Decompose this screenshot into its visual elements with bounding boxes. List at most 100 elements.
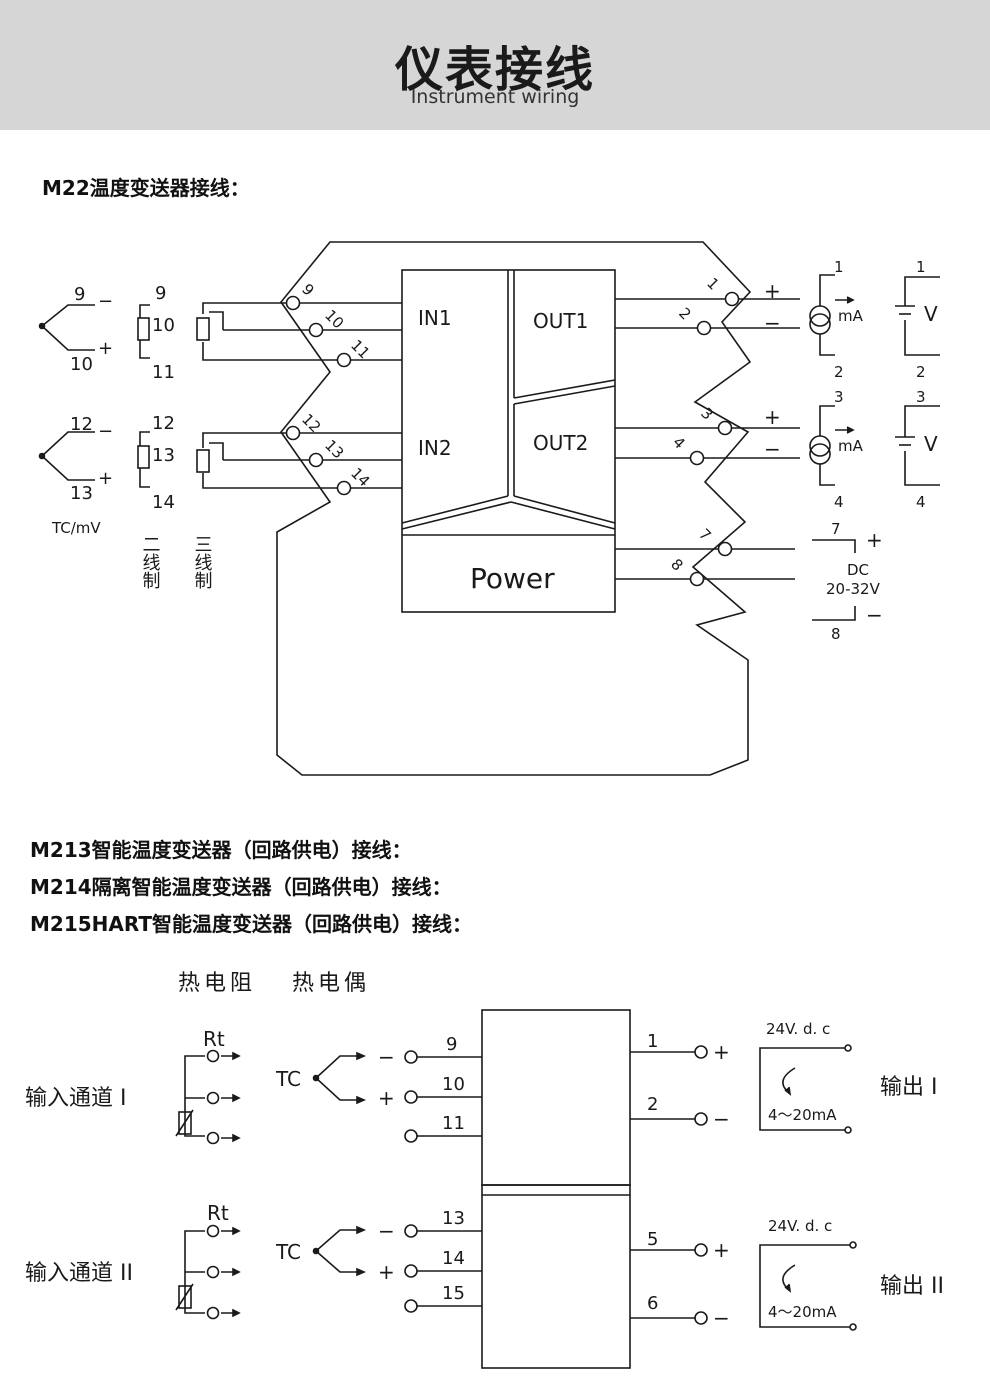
- tc2-num-13: 13: [70, 483, 93, 504]
- rt-label-1: Rt: [203, 1027, 225, 1051]
- dc-plus: +: [866, 528, 883, 552]
- out2-label: OUT2: [533, 431, 588, 455]
- out1-minus: −: [764, 311, 781, 335]
- module-upper: [481, 1009, 631, 1186]
- section1-title: M22温度变送器接线：: [42, 176, 250, 200]
- ma1-label: mA: [838, 307, 864, 325]
- m22-wiring-diagram: IN1 IN2 OUT1 OUT2 Power 9 10 11 12 13 14…: [38, 241, 940, 776]
- supply-label-1: 24V. d. c: [766, 1020, 830, 1038]
- terminal-7: [615, 541, 795, 557]
- tc1-plus: +: [98, 338, 113, 359]
- num-1: 1: [647, 1031, 658, 1052]
- terminal-13: [308, 452, 402, 468]
- ma1-num-1: 1: [834, 258, 844, 276]
- tc2-minus-2: −: [378, 1219, 395, 1243]
- three-wire-label: 三线制: [192, 535, 213, 589]
- term-num-3: 3: [697, 404, 716, 423]
- rtd2-num-11: 11: [152, 362, 175, 383]
- tc1-plus-2: +: [378, 1086, 395, 1110]
- section2-title-1: M213智能温度变送器（回路供电）接线：: [30, 838, 412, 862]
- module-lower: [481, 1184, 631, 1369]
- dc-range: 20-32V: [826, 580, 881, 598]
- terminal-8: [615, 571, 795, 587]
- terminal-3: [615, 420, 800, 436]
- title-en: Instrument wiring: [410, 86, 580, 108]
- out1-label: OUT1: [533, 309, 588, 333]
- num-14: 14: [442, 1248, 465, 1269]
- v1-num-2: 2: [916, 363, 926, 381]
- rtd2-num-12: 12: [152, 413, 175, 434]
- out-terminal-6: [630, 1311, 708, 1325]
- ma2-num-4: 4: [834, 493, 844, 511]
- term-num-7: 7: [695, 525, 714, 544]
- out1-minus-2: −: [713, 1107, 730, 1131]
- power-label: Power: [470, 562, 555, 595]
- channel-1-label: 输入通道 I: [25, 1086, 126, 1111]
- terminal-14: [336, 480, 402, 496]
- ma1-num-2: 2: [834, 363, 844, 381]
- num-5: 5: [647, 1229, 658, 1250]
- out2-minus-2: −: [713, 1306, 730, 1330]
- term-num-8: 8: [667, 555, 686, 574]
- out2-plus-2: +: [713, 1238, 730, 1262]
- loop-label-1: 4～20mA: [768, 1106, 837, 1124]
- in2-label: IN2: [418, 436, 452, 460]
- loop-label-2: 4～20mA: [768, 1303, 837, 1321]
- supply-label-2: 24V. d. c: [768, 1217, 832, 1235]
- out-terminal-1: [630, 1045, 708, 1059]
- rt-label-2: Rt: [207, 1201, 229, 1225]
- rtd2-num-9: 9: [155, 283, 166, 304]
- tc1-minus: −: [98, 291, 113, 312]
- two-wire-label: 二线制: [140, 535, 161, 589]
- terminal-1: [615, 291, 800, 307]
- dc-num-7: 7: [831, 520, 841, 538]
- in-terminal-9: [404, 1050, 482, 1064]
- num-2: 2: [647, 1094, 658, 1115]
- section2-title-2: M214隔离智能温度变送器（回路供电）接线：: [30, 875, 452, 899]
- term-num-2: 2: [675, 304, 694, 323]
- num-13: 13: [442, 1208, 465, 1229]
- v2-label: V: [924, 432, 938, 456]
- in-terminal-13: [404, 1224, 482, 1238]
- tc2-num-12: 12: [70, 414, 93, 435]
- housing-outline: [276, 241, 752, 776]
- dc-minus: −: [866, 603, 883, 627]
- out1-plus-2: +: [713, 1040, 730, 1064]
- in-terminal-14: [404, 1264, 482, 1278]
- num-10: 10: [442, 1074, 465, 1095]
- tc2-plus: +: [98, 468, 113, 489]
- rtd2-num-13: 13: [152, 445, 175, 466]
- out-terminal-5: [630, 1243, 708, 1257]
- section2-title-3: M215HART智能温度变送器（回路供电）接线：: [30, 912, 473, 936]
- terminal-10: [308, 322, 402, 338]
- term-num-1: 1: [703, 274, 722, 293]
- ma2-num-3: 3: [834, 388, 844, 406]
- dc-label: DC: [847, 561, 869, 579]
- terminal-2: [615, 320, 800, 336]
- channel-2-label: 输入通道 II: [25, 1261, 133, 1286]
- term-num-4: 4: [669, 433, 688, 452]
- header-banner: 仪表接线 Instrument wiring: [0, 0, 990, 130]
- out2-plus: +: [764, 405, 781, 429]
- tc-label-2: TC: [275, 1240, 301, 1264]
- in-terminal-11: [404, 1129, 482, 1143]
- rtd-heading: 热电阻: [178, 971, 256, 996]
- v1-label: V: [924, 302, 938, 326]
- rtd2-num-14: 14: [152, 492, 175, 513]
- v2-num-4: 4: [916, 493, 926, 511]
- tc2-minus: −: [98, 421, 113, 442]
- term-num-9: 9: [298, 280, 317, 299]
- tc1-minus-2: −: [378, 1045, 395, 1069]
- output-1-label: 输出 I: [880, 1075, 937, 1100]
- out-terminal-2: [630, 1112, 708, 1126]
- tc1-num-9: 9: [74, 284, 85, 305]
- num-6: 6: [647, 1293, 658, 1314]
- in1-label: IN1: [418, 306, 452, 330]
- num-11: 11: [442, 1113, 465, 1134]
- terminal-11: [336, 352, 402, 368]
- ma2-label: mA: [838, 437, 864, 455]
- in-terminal-10: [404, 1090, 482, 1104]
- tc-caption: TC/mV: [51, 519, 101, 537]
- v2-num-3: 3: [916, 388, 926, 406]
- dc-num-8: 8: [831, 625, 841, 643]
